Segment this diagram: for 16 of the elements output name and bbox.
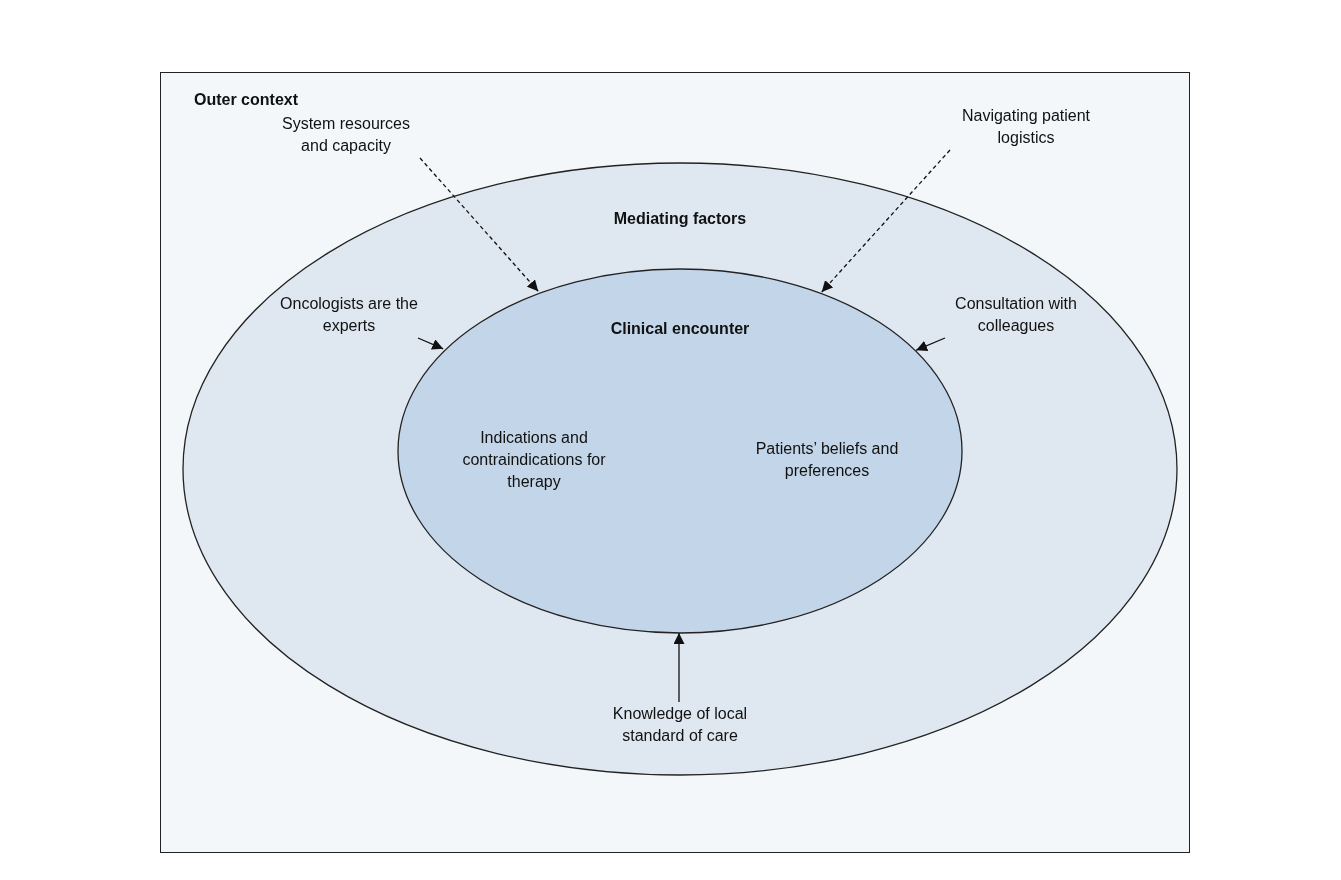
arrow bbox=[915, 337, 946, 351]
factor-label: Oncologists are the experts bbox=[279, 293, 419, 339]
factor-label: Consultation with colleagues bbox=[946, 293, 1086, 339]
factor-text: Patients’ beliefs and preferences bbox=[754, 439, 900, 481]
factor-label: System resources and capacity bbox=[271, 113, 421, 159]
factor-label: Knowledge of local standard of care bbox=[591, 703, 769, 749]
region-heading: Outer context bbox=[194, 90, 299, 110]
factor-label: Navigating patient logistics bbox=[951, 105, 1101, 151]
context-panel bbox=[160, 72, 1190, 853]
dashed-arrow bbox=[821, 149, 951, 293]
arrow bbox=[673, 632, 685, 703]
arrow bbox=[417, 337, 444, 350]
factor-text: Indications and contraindications for therapy bbox=[461, 428, 607, 492]
region-heading: Clinical encounter bbox=[609, 319, 751, 339]
region-heading: Mediating factors bbox=[612, 209, 748, 229]
dashed-arrow bbox=[419, 157, 539, 292]
